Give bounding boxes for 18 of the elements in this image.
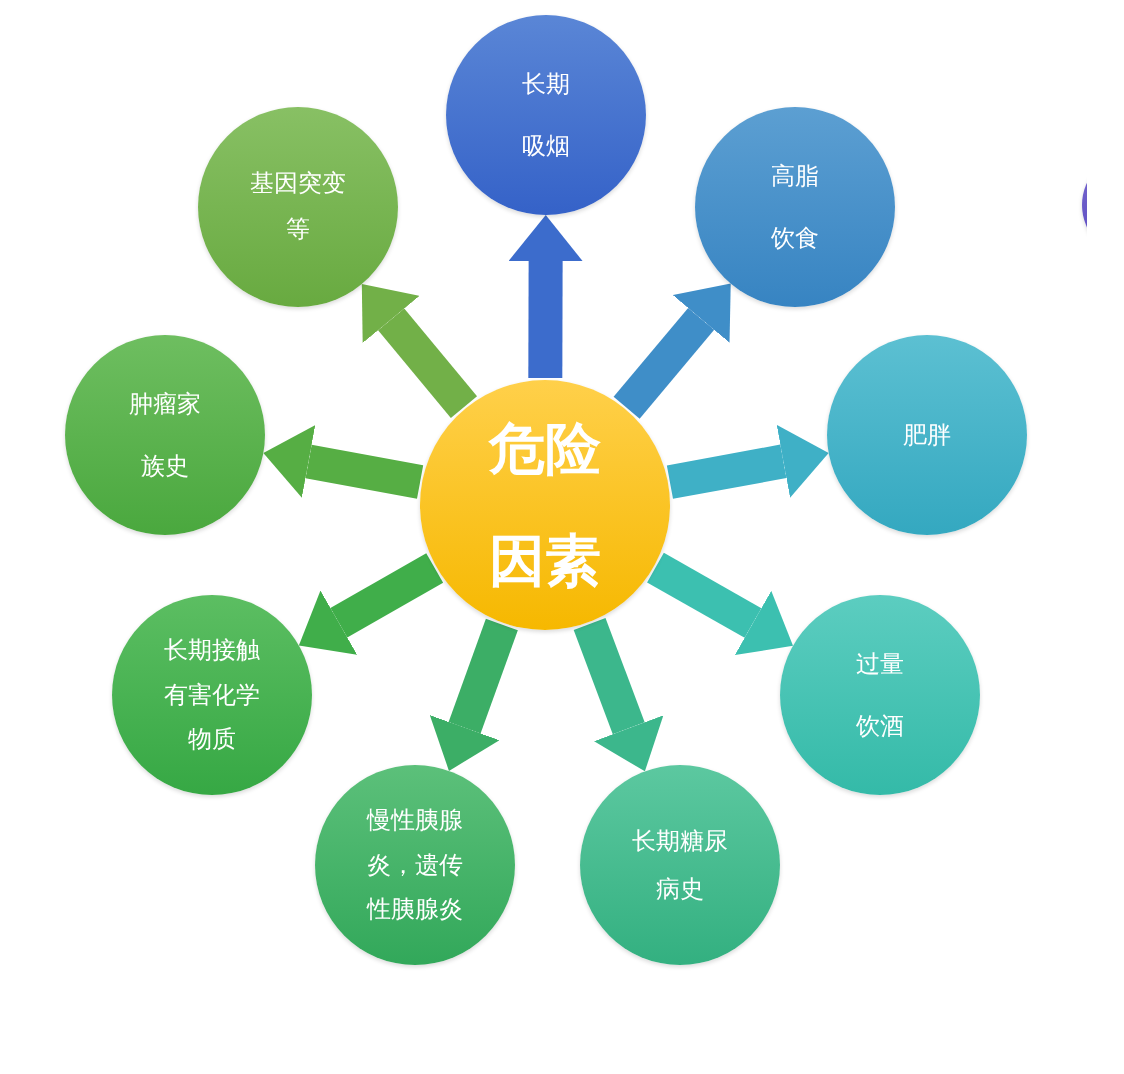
factor-label: 过量饮酒: [855, 648, 905, 742]
center-title: 危险因素: [487, 415, 602, 595]
block-arrow: [613, 283, 731, 419]
factor-label: 肥胖: [902, 419, 952, 451]
block-arrow: [508, 215, 583, 378]
factor-label: 长期糖尿病史: [631, 826, 729, 905]
block-arrow: [429, 618, 518, 771]
factor-label: 肿瘤家族史: [128, 388, 202, 482]
factor-label: 长期吸烟: [521, 68, 571, 162]
block-arrow: [361, 284, 478, 419]
factor-label: 慢性胰腺炎，遗传性胰腺炎: [365, 805, 464, 926]
block-arrow: [263, 425, 424, 499]
block-arrow: [666, 424, 829, 499]
factor-label: 基因突变等: [249, 168, 347, 245]
factor-label: 长期接触有害化学物质: [163, 635, 261, 756]
factor-label: 高脂饮食: [770, 160, 820, 254]
block-arrow: [298, 553, 444, 655]
block-arrow: [647, 552, 793, 656]
